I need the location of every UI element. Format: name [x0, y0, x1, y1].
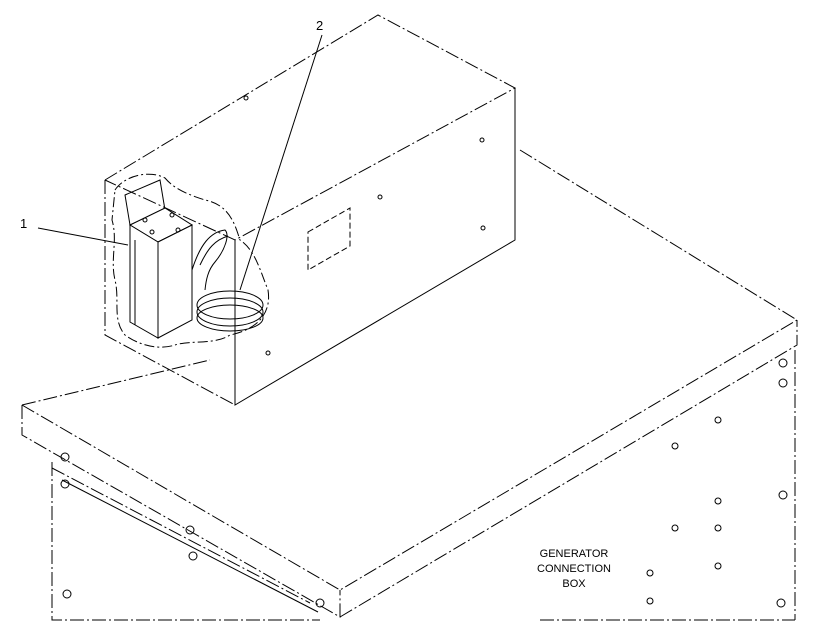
connection-box-wall	[51, 350, 796, 621]
callout-2: 2	[316, 18, 323, 33]
box-label-line-2: CONNECTION	[537, 563, 611, 575]
callout-1: 1	[20, 216, 27, 231]
box-label-line-1: GENERATOR	[540, 548, 609, 560]
box-label-line-3: BOX	[562, 578, 586, 590]
mounted-unit	[111, 173, 270, 348]
connection-box-top-plate	[21, 149, 798, 618]
equipment-cabinet	[104, 14, 517, 406]
callout-leaders	[37, 34, 323, 291]
fastener-holes	[60, 95, 788, 608]
cable-coil	[191, 229, 264, 332]
